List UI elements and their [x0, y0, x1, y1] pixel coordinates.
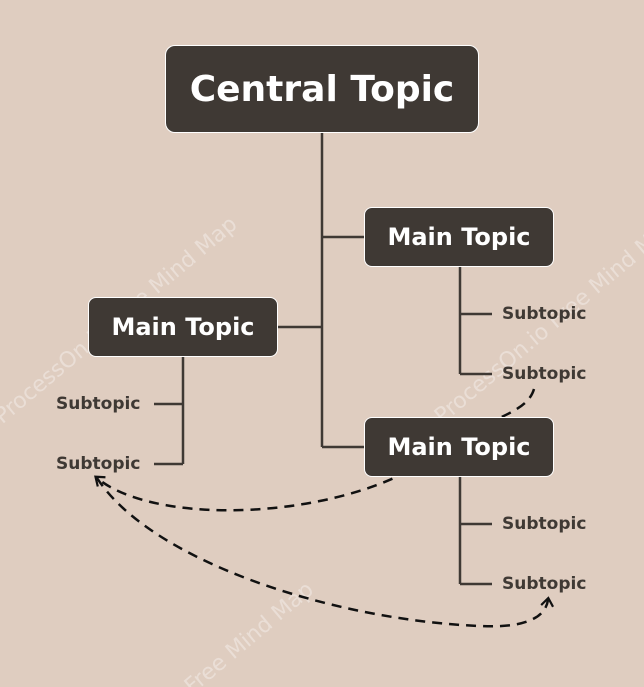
subtopic-node[interactable]: Subtopic	[56, 454, 141, 474]
subtopic-node[interactable]: Subtopic	[502, 304, 587, 324]
subtopic-node[interactable]: Subtopic	[502, 364, 587, 384]
central-topic-node[interactable]: Central Topic	[165, 45, 479, 133]
relation-curve-bottom	[95, 477, 555, 628]
main-topic-node[interactable]: Main Topic	[364, 417, 554, 477]
subtopic-node[interactable]: Subtopic	[56, 394, 141, 414]
main-topic-node[interactable]: Main Topic	[364, 207, 554, 267]
subtopic-node[interactable]: Subtopic	[502, 574, 587, 594]
relation-curve-top	[94, 388, 536, 512]
subtopic-node[interactable]: Subtopic	[502, 514, 587, 534]
main-topic-node[interactable]: Main Topic	[88, 297, 278, 357]
